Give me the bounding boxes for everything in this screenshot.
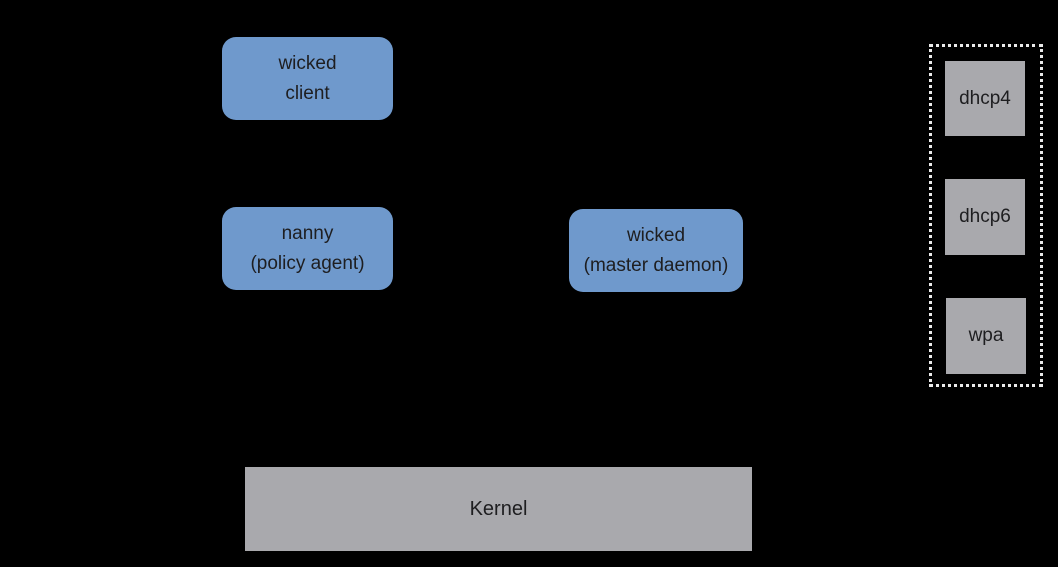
node-wicked-master-daemon: wicked (master daemon) — [569, 209, 743, 292]
node-wicked-master-line2: (master daemon) — [583, 254, 729, 276]
node-wicked-client: wicked client — [222, 37, 393, 120]
node-wpa-label: wpa — [968, 325, 1004, 346]
node-wicked-client-line2: client — [285, 82, 330, 104]
node-dhcp4-label: dhcp4 — [959, 87, 1011, 109]
node-nanny-policy-agent: nanny (policy agent) — [222, 207, 393, 290]
node-dhcp4: dhcp4 — [945, 61, 1025, 136]
node-wpa: wpa — [946, 298, 1026, 374]
node-wicked-client-line1: wicked — [278, 52, 337, 74]
node-kernel: Kernel — [245, 467, 752, 551]
node-kernel-label: Kernel — [469, 497, 528, 520]
node-dhcp6: dhcp6 — [945, 179, 1025, 255]
node-nanny-line1: nanny — [281, 222, 334, 244]
node-dhcp6-label: dhcp6 — [959, 206, 1011, 227]
node-wicked-master-line1: wicked — [626, 224, 686, 246]
node-nanny-line2: (policy agent) — [250, 252, 365, 274]
supplicants-group-border — [929, 44, 1043, 387]
